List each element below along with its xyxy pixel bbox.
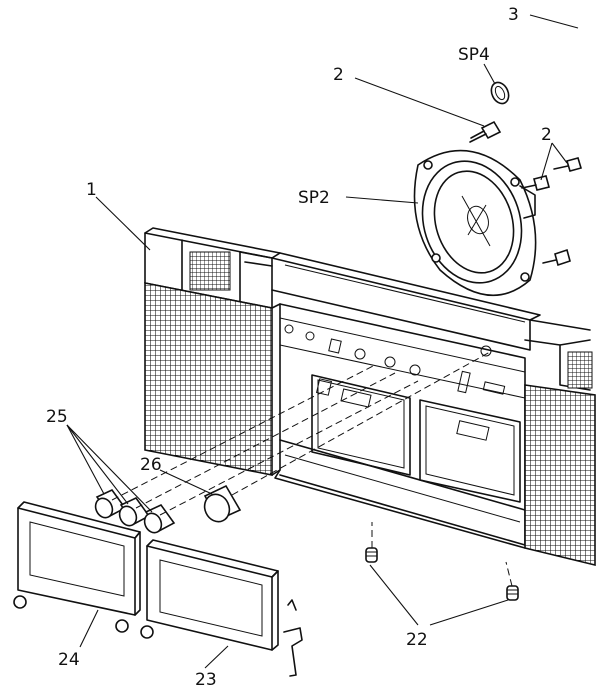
callout-25: 25 [46,407,68,427]
speaker-sp2 [413,149,537,297]
sp4-ring [490,81,510,105]
leader-2-top [354,77,485,127]
leader-25-a [66,424,105,495]
knob-26 [203,484,242,523]
left-speaker-grille [144,282,273,476]
leader-sp2 [345,196,419,204]
front-cabinet [144,227,596,567]
knob-25-b [118,496,151,527]
spring-left [365,522,378,563]
screw-right-b [521,175,550,191]
callout-24: 24 [58,650,80,670]
knob-25-c [143,503,176,534]
leader-24 [79,609,99,648]
callout-sp4: SP4 [458,45,490,65]
callout-1: 1 [86,180,97,200]
leader-25-b [66,424,129,505]
cassette-door-24 [13,501,141,633]
leader-1 [95,196,151,251]
callout-sp2: SP2 [298,188,330,208]
leader-22-a [369,564,419,626]
leader-23 [204,645,229,669]
left-tweeter-grille [189,251,231,291]
leader-lines [66,14,579,669]
leader-25-c [66,424,153,513]
callout-labels: 3 SP4 2 2 SP2 1 25 26 22 24 23 [46,5,552,690]
screw-top [469,120,502,143]
callout-3: 3 [508,5,519,25]
screw-right-a [553,157,583,172]
callout-23: 23 [195,670,217,690]
leader-sp4 [483,63,496,85]
right-speaker-grille [524,384,596,567]
screw-group [469,81,583,267]
callout-26: 26 [140,455,162,475]
leader-3 [529,14,579,29]
leader-26 [159,469,213,495]
knob-group [94,351,491,534]
callout-2-right: 2 [541,125,552,145]
leader-2-right-b [551,142,568,164]
leader-2-right-a [540,142,553,181]
spring-right [505,561,519,601]
cassette-door-23 [140,539,303,677]
callout-22: 22 [406,630,428,650]
screw-right-c [542,248,571,267]
leader-22-b [429,599,509,626]
spring-group [365,522,519,601]
callout-2-top: 2 [333,65,344,85]
